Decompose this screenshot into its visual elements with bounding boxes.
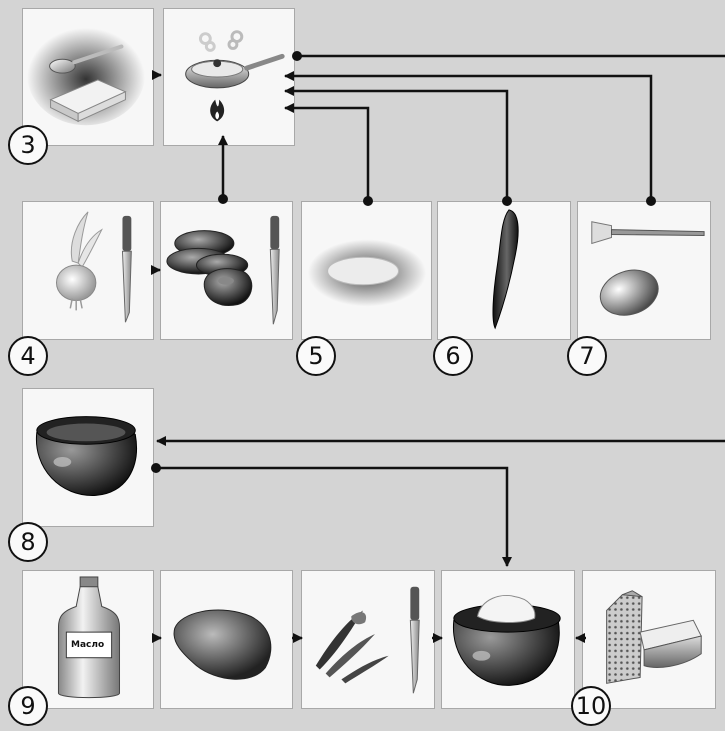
stuffed-tomato-panel [441, 570, 575, 709]
chopped-panel [301, 570, 435, 709]
egg-panel [577, 201, 711, 340]
grater-panel [582, 570, 716, 709]
arrow-rice-to-pan [284, 103, 370, 201]
stuffed-tomato-icon [453, 595, 561, 686]
step-3-badge: 3 [8, 125, 48, 165]
potato-icon [173, 609, 272, 680]
pepper-panel [437, 201, 571, 340]
step-7-badge: 7 [567, 336, 607, 376]
hollowed-tomato-icon [35, 416, 137, 496]
arrow-hollow-to-stuffed [156, 466, 512, 567]
tomato-slices-panel [160, 201, 293, 340]
grater-and-cheese-icon [606, 590, 702, 684]
step-5-badge: 5 [296, 336, 336, 376]
rice-bowl-icon [307, 239, 427, 307]
frying-pan-panel [163, 8, 295, 146]
oil-bottle-panel: Масло [22, 570, 154, 709]
potato-panel [160, 570, 293, 709]
rice-panel [301, 201, 432, 340]
onion-and-knife-icon [55, 211, 132, 323]
arrow-pepper-to-pan [284, 86, 509, 201]
step-6-badge: 6 [433, 336, 473, 376]
step-10-badge: 10 [571, 686, 611, 726]
egg-and-skewer-icon [591, 221, 705, 316]
frying-pan-on-fire-icon [185, 30, 285, 122]
chopped-pieces-and-knife-icon [315, 586, 420, 694]
spoon-and-butter-icon [26, 22, 146, 126]
onion-panel [22, 201, 154, 340]
chili-pepper-icon [492, 209, 519, 330]
step-8-badge: 8 [8, 522, 48, 562]
arrow-egg-to-pan [284, 71, 653, 201]
bottle-label: Масло [71, 640, 105, 650]
hollow-tomato-panel [22, 388, 154, 527]
step-4-badge: 4 [8, 336, 48, 376]
step-9-badge: 9 [8, 686, 48, 726]
sliced-tomato-and-knife-icon [166, 215, 280, 325]
butter-panel [22, 8, 154, 146]
oil-bottle-icon [57, 576, 121, 699]
